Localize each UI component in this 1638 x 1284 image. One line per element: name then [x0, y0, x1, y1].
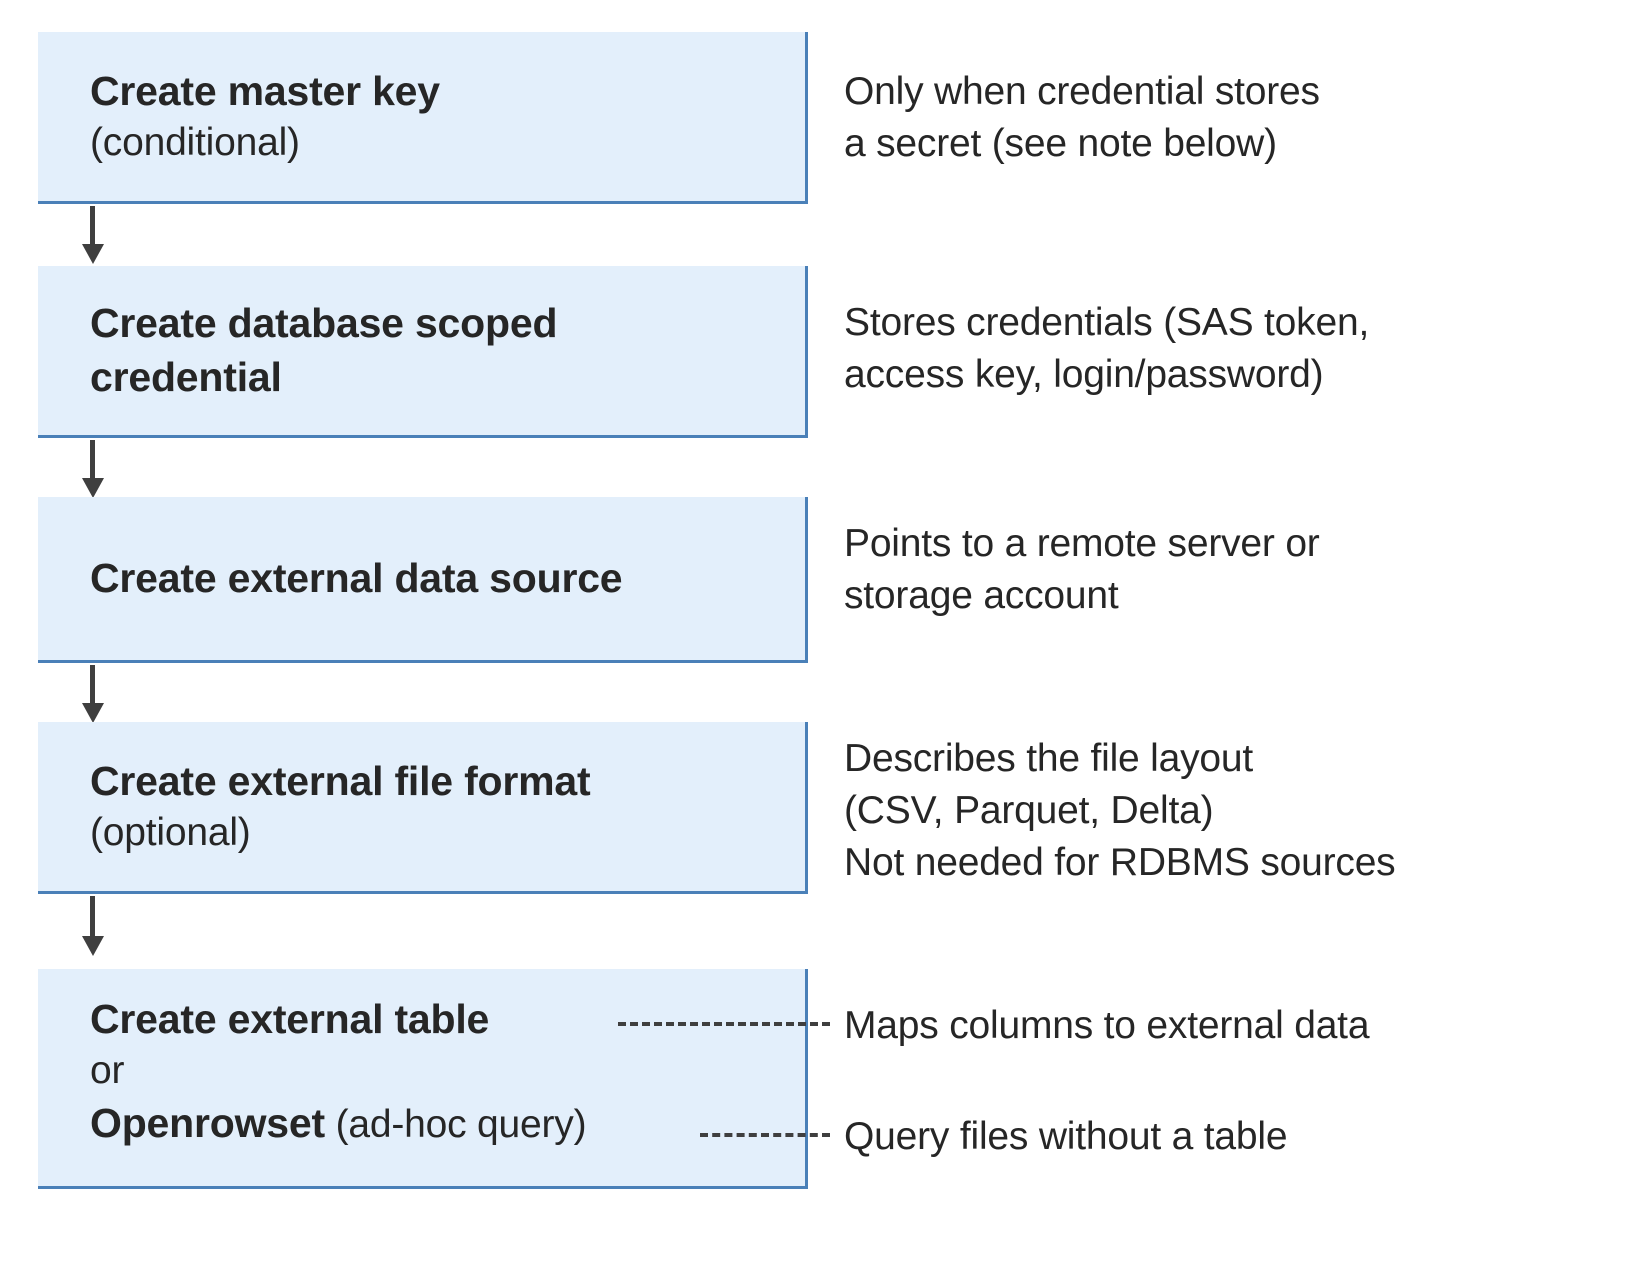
final-connector-label: or — [90, 1049, 125, 1093]
node-heading: Create external file format — [90, 757, 591, 804]
arrow-step1-to-step2 — [82, 206, 104, 264]
arrow-step4-to-step5 — [82, 896, 104, 956]
node-heading: Create external data source — [90, 554, 623, 601]
leader-openrowset — [700, 1133, 830, 1137]
arrow-step2-to-step3 — [82, 440, 104, 498]
note-openrowset: Query files without a table — [844, 1115, 1288, 1158]
leader-external-table — [618, 1022, 830, 1026]
note-create-external-data-source: Points to a remote server or storage acc… — [844, 522, 1320, 617]
node-create-master-key[interactable]: Create master key (conditional) — [38, 32, 808, 204]
node-create-external-file-format[interactable]: Create external file format (optional) — [38, 722, 808, 894]
final-option-two-label: Openrowset (ad-hoc query) — [38, 1097, 805, 1151]
node-heading: Create master key — [90, 67, 440, 114]
note-create-database-scoped-credential: Stores credentials (SAS token, access ke… — [844, 301, 1370, 396]
node-subtitle: (conditional) — [90, 120, 300, 164]
final-option-one-label: Create external table — [90, 996, 490, 1042]
node-heading: Create database scoped credential — [90, 300, 558, 400]
arrow-step3-to-step4 — [82, 665, 104, 723]
node-create-database-scoped-credential[interactable]: Create database scoped credential — [38, 266, 808, 438]
final-option-two-rest: (ad-hoc query) — [324, 1102, 587, 1146]
node-create-external-table-or-openrowset[interactable]: Create external table or Openrowset (ad-… — [38, 969, 808, 1189]
final-option-two-bold: Openrowset — [90, 1099, 325, 1146]
note-create-external-file-format: Describes the file layout (CSV, Parquet,… — [844, 737, 1396, 884]
node-create-external-data-source[interactable]: Create external data source — [38, 497, 808, 663]
node-subtitle: (optional) — [90, 810, 251, 854]
note-create-master-key: Only when credential stores a secret (se… — [844, 70, 1320, 165]
note-create-external-table: Maps columns to external data — [844, 1004, 1370, 1047]
